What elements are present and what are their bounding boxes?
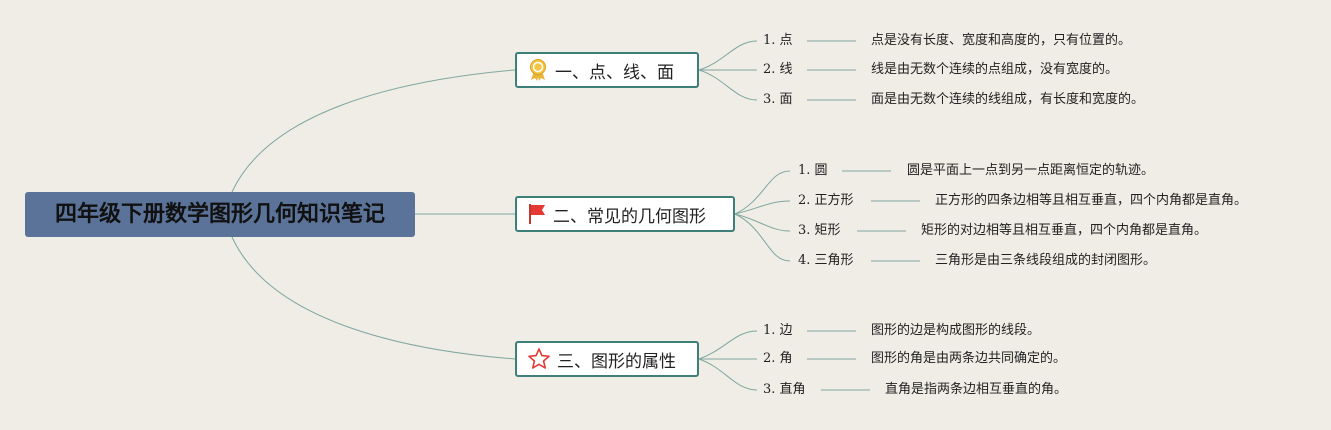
subtopic-triangle-description: 三角形是由三条线段组成的封闭图形。 <box>935 253 1157 268</box>
subtopic-rectangle-description: 矩形的对边相等且相互垂直，四个内角都是直角。 <box>921 223 1208 238</box>
topic-2-branch-4 <box>734 213 791 262</box>
topic-1-branch-1 <box>698 40 758 71</box>
subtopic-line-description: 线是由无数个连续的点组成，没有宽度的。 <box>871 62 1119 77</box>
subtopic-circle-description: 圆是平面上一点到另一点距离恒定的轨迹。 <box>907 163 1155 178</box>
subtopic-square-description: 正方形的四条边相等且相互垂直，四个内角都是直角。 <box>935 193 1248 208</box>
root-to-topic-3-connector <box>231 236 516 360</box>
topic-2-branch-2 <box>734 200 791 215</box>
topic-shape-properties[interactable]: 三、图形的属性 <box>515 341 699 377</box>
subtopic-edge[interactable]: 1. 边 <box>763 323 793 338</box>
subtopic-square[interactable]: 2. 正方形 <box>798 193 854 208</box>
star-icon <box>528 348 550 369</box>
root-to-topic-1-connector <box>231 69 516 193</box>
topic-1-branch-3 <box>698 69 758 101</box>
subtopic-edge-description: 图形的边是构成图形的线段。 <box>871 323 1041 338</box>
subtopic-point[interactable]: 1. 点 <box>763 33 793 48</box>
topic-title: 一、点、线、面 <box>555 62 674 83</box>
subtopic-rectangle[interactable]: 3. 矩形 <box>798 223 841 238</box>
topic-2-branch-1 <box>734 170 791 215</box>
subtopic-plane-description: 面是由无数个连续的线组成，有长度和宽度的。 <box>871 92 1145 107</box>
topic-points-lines-planes[interactable]: 一、点、线、面 <box>515 52 699 88</box>
topic-common-shapes[interactable]: 二、常见的几何图形 <box>515 196 735 232</box>
topic-3-branch-1 <box>698 330 758 360</box>
subtopic-right-angle[interactable]: 3. 直角 <box>763 382 806 397</box>
subtopic-point-description: 点是没有长度、宽度和高度的，只有位置的。 <box>871 33 1132 48</box>
award-ribbon-icon <box>530 59 546 81</box>
subtopic-right-angle-description: 直角是指两条边相互垂直的角。 <box>885 382 1068 397</box>
subtopic-line[interactable]: 2. 线 <box>763 62 793 77</box>
red-flag-icon <box>529 204 545 224</box>
subtopic-angle-description: 图形的角是由两条边共同确定的。 <box>871 351 1067 366</box>
subtopic-plane[interactable]: 3. 面 <box>763 92 793 107</box>
topic-title: 二、常见的几何图形 <box>553 206 706 227</box>
subtopic-circle[interactable]: 1. 圆 <box>798 163 828 178</box>
root-topic[interactable]: 四年级下册数学图形几何知识笔记 <box>25 192 415 237</box>
topic-2-branch-3 <box>734 213 791 232</box>
subtopic-triangle[interactable]: 4. 三角形 <box>798 253 854 268</box>
topic-title: 三、图形的属性 <box>557 351 676 372</box>
topic-3-branch-3 <box>698 358 758 391</box>
subtopic-angle[interactable]: 2. 角 <box>763 351 793 366</box>
